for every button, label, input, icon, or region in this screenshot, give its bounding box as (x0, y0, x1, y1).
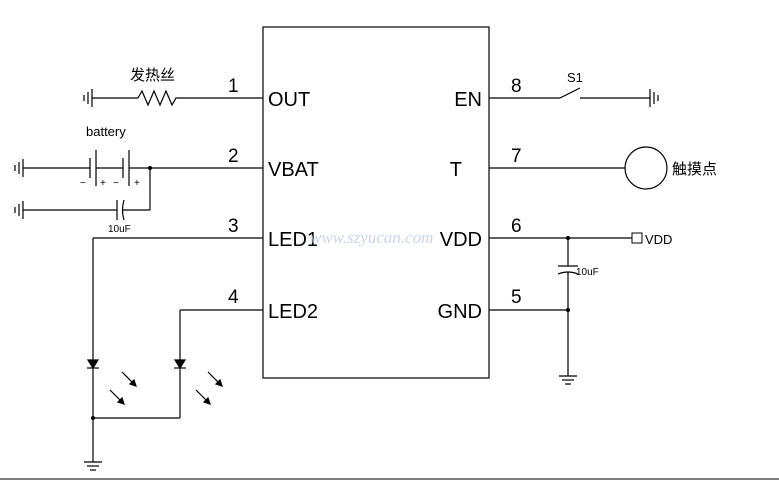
battery-cell2-minus: − (113, 178, 119, 189)
touch-pad-icon (624, 146, 668, 190)
watermark: www.szyucan.com (310, 228, 433, 247)
battery-cell1-minus: − (80, 178, 86, 189)
pin-name-led2: LED2 (268, 301, 318, 323)
vdd-port-icon (631, 232, 643, 244)
pin-name-t: T (450, 159, 462, 181)
ic-body (262, 26, 490, 379)
capacitor-vdd-label: 10uF (576, 267, 599, 278)
ground-symbol-en (649, 89, 659, 107)
led2-wiring (93, 310, 181, 419)
switch-label: S1 (567, 70, 583, 85)
battery-label: battery (86, 124, 126, 139)
battery-cell1-plus: + (100, 178, 106, 189)
touch-pad-label: 触摸点 (672, 160, 717, 178)
led2-diode (173, 359, 187, 370)
pin-number-1: 1 (228, 76, 239, 97)
pin-number-6: 6 (511, 216, 522, 237)
led1-emission-arrows (109, 371, 137, 405)
pin-name-en: EN (454, 89, 482, 111)
ground-symbol-out (83, 89, 93, 107)
junction-dot (566, 236, 570, 240)
capacitor-vbat-label: 10uF (108, 224, 131, 235)
pin-number-3: 3 (228, 216, 239, 237)
pin-name-vbat: VBAT (268, 159, 319, 181)
junction-dot (91, 416, 95, 420)
pin-number-5: 5 (511, 287, 522, 308)
ground-symbol-battery (14, 159, 24, 177)
pin-number-8: 8 (511, 76, 522, 97)
pin-number-7: 7 (511, 146, 522, 167)
ground-symbol-led (84, 461, 102, 471)
ground-symbol-cap-left (14, 201, 24, 219)
switch-s1 (559, 87, 650, 99)
pin-name-out: OUT (268, 89, 310, 111)
vdd-net-label: VDD (645, 232, 672, 247)
ground-symbol-gnd (559, 375, 577, 385)
pin-name-led1: LED1 (268, 229, 318, 251)
pin-name-gnd: GND (438, 301, 482, 323)
led1-diode (86, 359, 100, 370)
battery-symbol (23, 150, 150, 186)
pin-number-2: 2 (228, 146, 239, 167)
capacitor-vdd (557, 238, 579, 376)
heater-label: 发热丝 (130, 66, 175, 84)
capacitor-vbat (23, 168, 151, 221)
junction-dot (148, 166, 152, 170)
pin-number-4: 4 (228, 287, 239, 308)
pin-name-vdd: VDD (440, 229, 482, 251)
led2-emission-arrows (195, 371, 223, 405)
battery-cell2-plus: + (134, 178, 140, 189)
heater-resistor (92, 89, 180, 107)
junction-dot (566, 308, 570, 312)
